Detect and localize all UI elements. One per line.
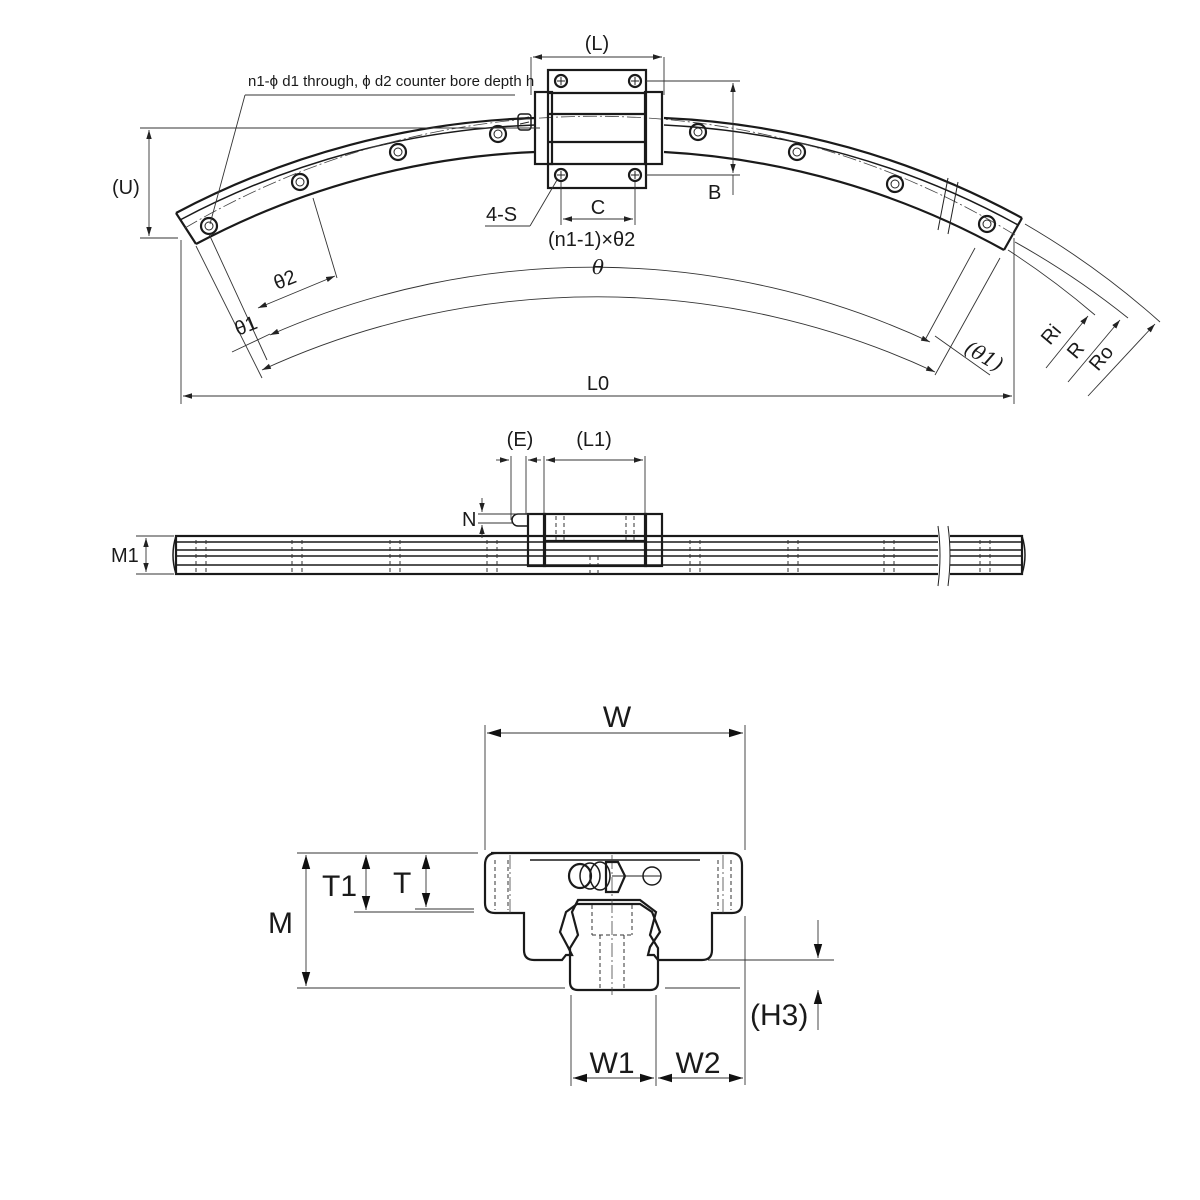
end-carriage-block bbox=[483, 851, 744, 962]
rail-hole-icon bbox=[488, 124, 508, 144]
hole-note-text: n1-ϕ d1 through, ϕ d2 counter bore depth… bbox=[248, 73, 534, 90]
straight-rail bbox=[172, 525, 1026, 587]
label-E: (E) bbox=[507, 429, 534, 451]
rail-hole-icon bbox=[885, 174, 905, 194]
label-T: T bbox=[393, 867, 411, 900]
dimension-theta1-right: (θ1) bbox=[924, 247, 1007, 377]
block-screw-hole-icon bbox=[627, 167, 643, 183]
dimension-L: (L) bbox=[530, 33, 665, 95]
label-theta2: θ2 bbox=[271, 266, 300, 295]
label-T1: T1 bbox=[322, 870, 357, 903]
label-W2: W2 bbox=[676, 1047, 721, 1080]
label-M1: M1 bbox=[111, 545, 139, 567]
dimension-T1: T1 bbox=[322, 855, 474, 913]
top-view: (L) n1-ϕ d1 through, ϕ d2 counter bore d… bbox=[112, 33, 1161, 404]
dimension-N: N bbox=[462, 498, 530, 538]
screw-note: 4-S bbox=[485, 179, 558, 227]
label-W: W bbox=[603, 701, 632, 734]
rail-hole-icon bbox=[977, 214, 997, 234]
hole-note: n1-ϕ d1 through, ϕ d2 counter bore depth… bbox=[209, 73, 534, 225]
rail-hole-icon bbox=[688, 122, 708, 142]
carriage-block bbox=[517, 68, 664, 190]
side-carriage-block bbox=[511, 512, 664, 568]
label-L1: (L1) bbox=[576, 429, 612, 451]
dimension-L1: (L1) bbox=[543, 429, 646, 514]
dimension-M1: M1 bbox=[111, 535, 174, 575]
block-screw-hole-icon bbox=[627, 73, 643, 89]
grease-nipple-icon bbox=[567, 860, 662, 894]
label-U: (U) bbox=[112, 177, 140, 199]
dimension-U: (U) bbox=[112, 127, 540, 239]
curved-rail bbox=[175, 115, 1023, 251]
block-screw-hole-icon bbox=[553, 73, 569, 89]
label-Ri: Ri bbox=[1037, 321, 1066, 350]
dimension-T: T bbox=[393, 855, 474, 910]
dimension-W1-W2: W1 W2 bbox=[570, 995, 743, 1086]
dimension-B: B bbox=[646, 80, 740, 204]
rail-mounting-holes bbox=[199, 122, 997, 236]
label-pitch: (n1-1)×θ2 bbox=[548, 229, 635, 251]
dimension-M: M bbox=[268, 852, 740, 989]
rail-hole-hidden-lines bbox=[195, 540, 991, 574]
dimension-W: W bbox=[484, 701, 746, 850]
rail-hole-icon bbox=[787, 142, 807, 162]
dimension-C: C bbox=[560, 182, 636, 225]
dimension-theta1: θ1 bbox=[195, 245, 271, 379]
label-Ro: Ro bbox=[1085, 341, 1118, 375]
rail-hole-icon bbox=[290, 172, 310, 192]
label-theta: θ bbox=[592, 255, 604, 279]
dimension-theta: θ bbox=[261, 255, 936, 373]
label-C: C bbox=[591, 197, 605, 219]
end-rail-profile bbox=[568, 855, 660, 995]
label-H3: (H3) bbox=[750, 999, 808, 1032]
label-N: N bbox=[462, 509, 476, 531]
dimension-E: (E) bbox=[496, 429, 541, 520]
label-B: B bbox=[708, 182, 721, 204]
side-view: (E) (L1) N M1 bbox=[111, 429, 1026, 587]
block-screw-hole-icon bbox=[553, 167, 569, 183]
label-L: (L) bbox=[585, 33, 609, 55]
grease-nipple-icon bbox=[511, 513, 528, 527]
dimension-H3: (H3) bbox=[708, 916, 834, 1085]
rail-hole-icon bbox=[199, 216, 219, 236]
label-M: M bbox=[268, 907, 293, 940]
label-L0: L0 bbox=[587, 373, 609, 395]
grease-nipple-icon bbox=[517, 113, 532, 131]
dimension-theta2: θ2 bbox=[208, 197, 338, 361]
label-W1: W1 bbox=[590, 1047, 635, 1080]
label-4S: 4-S bbox=[486, 204, 517, 226]
end-view: W M T1 T (H3) bbox=[268, 701, 834, 1086]
dimension-radii: Ri R Ro bbox=[1007, 223, 1161, 397]
dimension-L0: L0 bbox=[180, 238, 1015, 404]
rail-hole-icon bbox=[388, 142, 408, 162]
